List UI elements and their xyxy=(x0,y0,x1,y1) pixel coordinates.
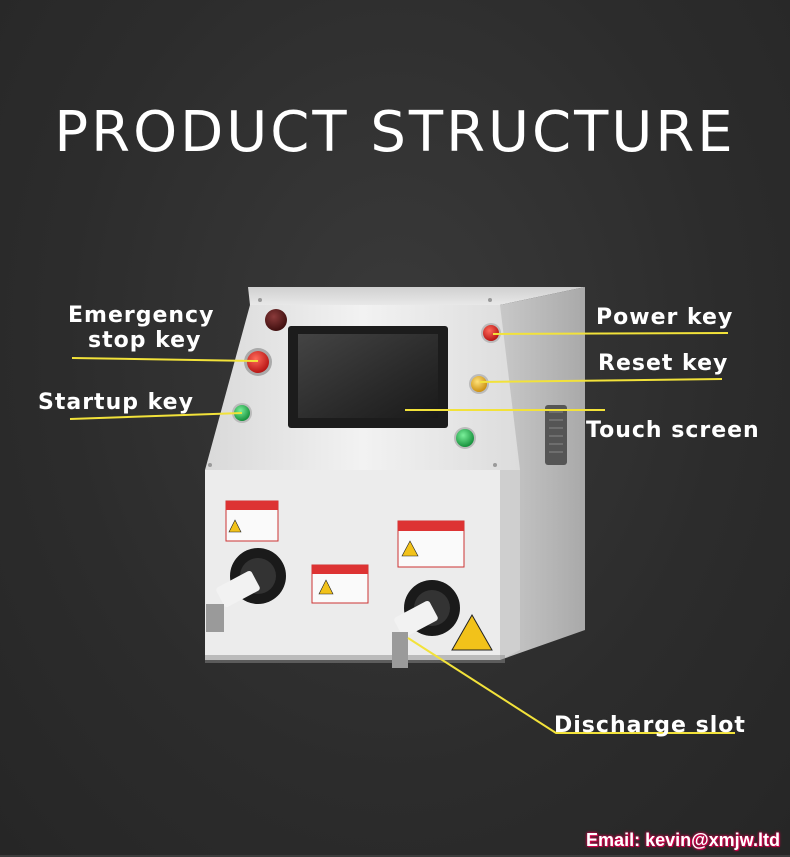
warning-label-left xyxy=(225,500,279,542)
contact-email: Email: kevin@xmjw.ltd xyxy=(586,830,780,850)
hazard-sticker xyxy=(451,613,493,651)
warning-label-right xyxy=(397,520,465,568)
callout-lines xyxy=(69,332,735,734)
indicator-light xyxy=(265,309,287,331)
warning-label-center xyxy=(311,564,369,604)
discharge-slot-left xyxy=(206,548,286,632)
emergency-stop-button xyxy=(247,351,269,373)
green-button xyxy=(456,429,474,447)
discharge-slot-right xyxy=(392,580,460,668)
reset-button xyxy=(471,376,487,392)
power-label: Power key xyxy=(596,305,734,330)
power-button xyxy=(483,325,499,341)
vent-grille xyxy=(545,405,567,465)
machine-top xyxy=(248,287,585,305)
touch-screen-label: Touch screen xyxy=(586,418,760,443)
bottom-bar xyxy=(0,855,790,857)
reset-label: Reset key xyxy=(598,351,729,376)
startup-label: Startup key xyxy=(38,390,194,415)
emergency-label-line2: stop key xyxy=(88,328,202,353)
page-title: PRODUCT STRUCTURE xyxy=(54,100,736,165)
emergency-label-line1: Emergency xyxy=(68,303,215,328)
discharge-label: Discharge slot xyxy=(554,713,746,738)
